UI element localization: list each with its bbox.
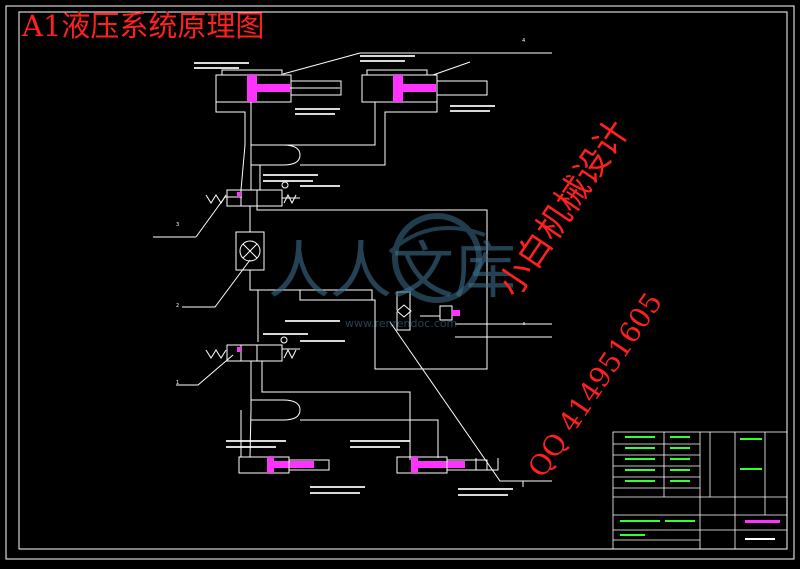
callout-4: 4 xyxy=(522,38,525,44)
renren-logo xyxy=(388,213,486,303)
title-block xyxy=(612,431,788,550)
page-title: A1液压系统原理图 xyxy=(22,9,265,43)
bottom-left-cylinder xyxy=(238,456,330,474)
title-block-marks xyxy=(620,436,780,540)
drawing-frame xyxy=(5,5,795,560)
annotation-marks xyxy=(194,55,513,496)
top-right-cylinder xyxy=(361,69,488,103)
callout-1: 1 xyxy=(176,380,179,386)
piping xyxy=(205,102,499,471)
bottom-right-cylinder xyxy=(396,456,488,474)
callout-labels: 4 3 2 1 xyxy=(176,38,525,386)
logo-url: www.renrendoc.com xyxy=(345,317,457,330)
callout-3: 3 xyxy=(176,222,179,228)
callout-2: 2 xyxy=(176,303,179,309)
logo-text: 人人文库 xyxy=(268,234,516,307)
top-left-cylinder xyxy=(215,69,342,103)
